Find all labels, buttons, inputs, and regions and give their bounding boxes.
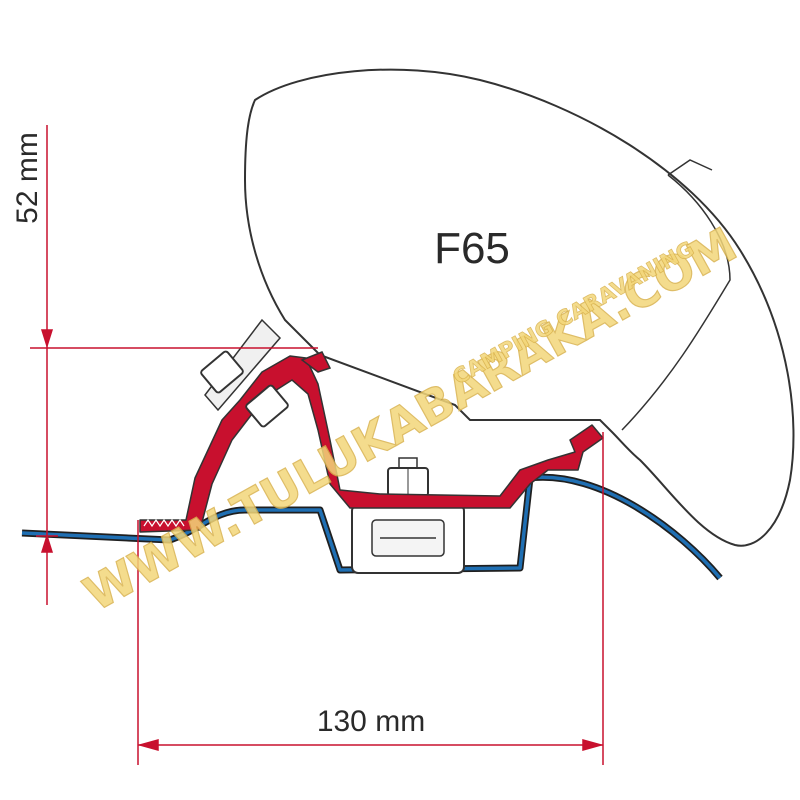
upper-bolt-nut-2 bbox=[245, 384, 289, 428]
casing-front-lip bbox=[667, 159, 713, 176]
width-dimension bbox=[137, 432, 604, 765]
bracket-serration bbox=[143, 518, 185, 528]
product-label: F65 bbox=[434, 224, 510, 273]
upper-bolt-nut-1 bbox=[200, 350, 244, 394]
casing-front-panel bbox=[621, 174, 731, 431]
awning-casing bbox=[243, 68, 795, 547]
bracket-hook bbox=[300, 351, 332, 373]
height-dimension bbox=[30, 125, 318, 605]
width-label: 130 mm bbox=[317, 705, 425, 738]
height-label: 52 mm bbox=[11, 132, 44, 224]
